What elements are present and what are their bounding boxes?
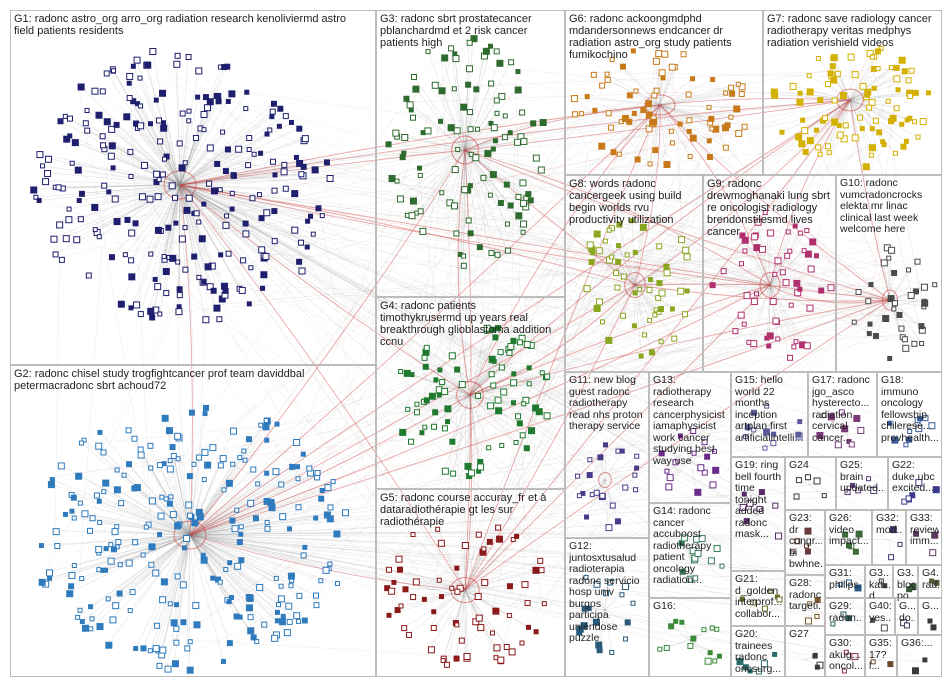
group-label-g16: G16: bbox=[653, 601, 728, 613]
group-label-g5: G5: radonc course accuray_fr et à datara… bbox=[380, 492, 562, 528]
group-box-g30: G30: akug... oncol... bbox=[825, 635, 865, 677]
group-box-g29: G29: radon... bbox=[825, 598, 865, 635]
group-box-g39: G... do... bbox=[895, 598, 918, 635]
group-label-g31: G31: philips... bbox=[829, 568, 862, 591]
group-box-g33: G33: review imm... bbox=[906, 510, 942, 565]
group-box-g17: G17: radonc jgo_asco hysterecto... radia… bbox=[808, 372, 877, 457]
group-box-g16: G16: bbox=[649, 598, 731, 677]
group-label-g26: G26: video impact... bbox=[829, 513, 869, 548]
group-box-g14: G14: radonc cancer accuboost radiotherap… bbox=[649, 503, 731, 598]
group-label-g20: G20: trainees radonc oncsurg... bbox=[735, 629, 782, 675]
group-label-g22: G22: duke ubc excited... bbox=[892, 460, 939, 495]
group-label-g28: G28: radonc targeti... bbox=[789, 578, 822, 613]
group-box-g11: G11: new blog guest radonc radiotherapy … bbox=[565, 372, 649, 538]
group-box-g21: G21: d_golden interprof... collabor... bbox=[731, 571, 785, 626]
group-box-g31: G31: philips... bbox=[825, 565, 865, 598]
group-label-g1: G1: radonc astro_org arro_org radiation … bbox=[14, 13, 373, 37]
group-box-g2: G2: radonc chisel study trogfightcancer … bbox=[10, 365, 376, 677]
group-box-g12: G12: juntosxtusalud radioterapia radonc … bbox=[565, 538, 649, 677]
group-box-g3: G3: radonc sbrt prostatecancer pblanchar… bbox=[376, 10, 565, 297]
group-label-g8: G8: words radonc cancergeek using build … bbox=[569, 178, 700, 226]
group-box-g15: G15: hello world 22 months inception art… bbox=[731, 372, 808, 457]
group-label-g21: G21: d_golden interprof... collabor... bbox=[735, 574, 782, 620]
group-label-g30: G30: akug... oncol... bbox=[829, 638, 862, 673]
group-label-g39: G... do... bbox=[899, 601, 915, 624]
group-label-g38: G4... rad... bbox=[922, 568, 939, 591]
group-box-g9: G9: radonc drewmoghanaki lung sbrt re on… bbox=[703, 175, 836, 372]
group-box-g38: G4... rad... bbox=[918, 565, 942, 598]
group-box-g36: G36:... bbox=[897, 635, 942, 677]
group-box-g32: G32: mod... bbox=[872, 510, 906, 565]
group-box-g35: G35: 17?l... bbox=[865, 635, 897, 677]
group-label-g3: G3: radonc sbrt prostatecancer pblanchar… bbox=[380, 13, 562, 49]
group-label-g11: G11: new blog guest radonc radiotherapy … bbox=[569, 375, 646, 433]
group-label-g25: G25: brain updated... bbox=[840, 460, 885, 495]
group-box-g6: G6: radonc ackoongmdphd mdandersonnews e… bbox=[565, 10, 763, 175]
group-label-g17: G17: radonc jgo_asco hysterecto... radia… bbox=[812, 375, 874, 444]
group-box-g4: G4: radonc patients timothykrusermd up y… bbox=[376, 297, 565, 489]
group-box-g8: G8: words radonc cancergeek using build … bbox=[565, 175, 703, 372]
group-label-g6: G6: radonc ackoongmdphd mdandersonnews e… bbox=[569, 13, 760, 61]
group-label-g33: G33: review imm... bbox=[910, 513, 939, 548]
group-box-g13: G13: radiotherapy research cancerphysici… bbox=[649, 372, 731, 503]
group-box-g34: G3... kal... d... bbox=[865, 565, 893, 598]
group-label-g12: G12: juntosxtusalud radioterapia radonc … bbox=[569, 541, 646, 645]
group-label-g4: G4: radonc patients timothykrusermd up y… bbox=[380, 300, 562, 348]
group-box-g24: G24 bbox=[785, 457, 836, 510]
group-box-g41: G... bbox=[918, 598, 942, 635]
group-box-g7: G7: radonc save radiology cancer radioth… bbox=[763, 10, 942, 175]
group-label-g18: G18: immuno oncology fellowship chileres… bbox=[881, 375, 939, 444]
group-label-g24: G24 bbox=[789, 460, 833, 472]
group-label-g7: G7: radonc save radiology cancer radioth… bbox=[767, 13, 939, 49]
group-label-g13: G13: radiotherapy research cancerphysici… bbox=[653, 375, 728, 467]
group-label-g15: G15: hello world 22 months inception art… bbox=[735, 375, 805, 444]
group-box-g40: G40: yes... bbox=[865, 598, 895, 635]
group-label-g29: G29: radon... bbox=[829, 601, 862, 624]
group-label-g40: G40: yes... bbox=[869, 601, 892, 624]
group-label-g41: G... bbox=[922, 601, 939, 613]
group-box-g1: G1: radonc astro_org arro_org radiation … bbox=[10, 10, 376, 365]
group-box-g37: G3... blog po... bbox=[893, 565, 918, 598]
group-label-g14: G14: radonc cancer accuboost radiotherap… bbox=[653, 506, 728, 587]
group-box-g18: G18: immuno oncology fellowship chileres… bbox=[877, 372, 942, 457]
group-label-g35: G35: 17?l... bbox=[869, 638, 894, 673]
group-box-g25: G25: brain updated... bbox=[836, 457, 888, 510]
group-label-g19: G19: ring bell fourth time tonight added… bbox=[735, 460, 782, 541]
group-box-g28: G28: radonc targeti... bbox=[785, 575, 825, 626]
group-box-g22: G22: duke ubc excited... bbox=[888, 457, 942, 510]
group-box-g26: G26: video impact... bbox=[825, 510, 872, 565]
group-box-g20: G20: trainees radonc oncsurg... bbox=[731, 626, 785, 677]
group-box-g5: G5: radonc course accuray_fr et à datara… bbox=[376, 489, 565, 677]
group-box-g19: G19: ring bell fourth time tonight added… bbox=[731, 457, 785, 571]
group-label-g9: G9: radonc drewmoghanaki lung sbrt re on… bbox=[707, 178, 833, 238]
group-box-g27: G27 bbox=[785, 626, 825, 677]
group-box-g10: G10: radonc vumcradoncrocks elekta mr li… bbox=[836, 175, 942, 372]
group-label-g32: G32: mod... bbox=[876, 513, 903, 536]
group-label-g23: G23: dr congr... bi bwhne... bbox=[789, 513, 822, 571]
group-label-g27: G27 bbox=[789, 629, 822, 641]
group-box-g23: G23: dr congr... bi bwhne... bbox=[785, 510, 825, 575]
group-label-g36: G36:... bbox=[901, 638, 939, 650]
group-label-g2: G2: radonc chisel study trogfightcancer … bbox=[14, 368, 373, 392]
group-label-g10: G10: radonc vumcradoncrocks elekta mr li… bbox=[840, 178, 939, 236]
